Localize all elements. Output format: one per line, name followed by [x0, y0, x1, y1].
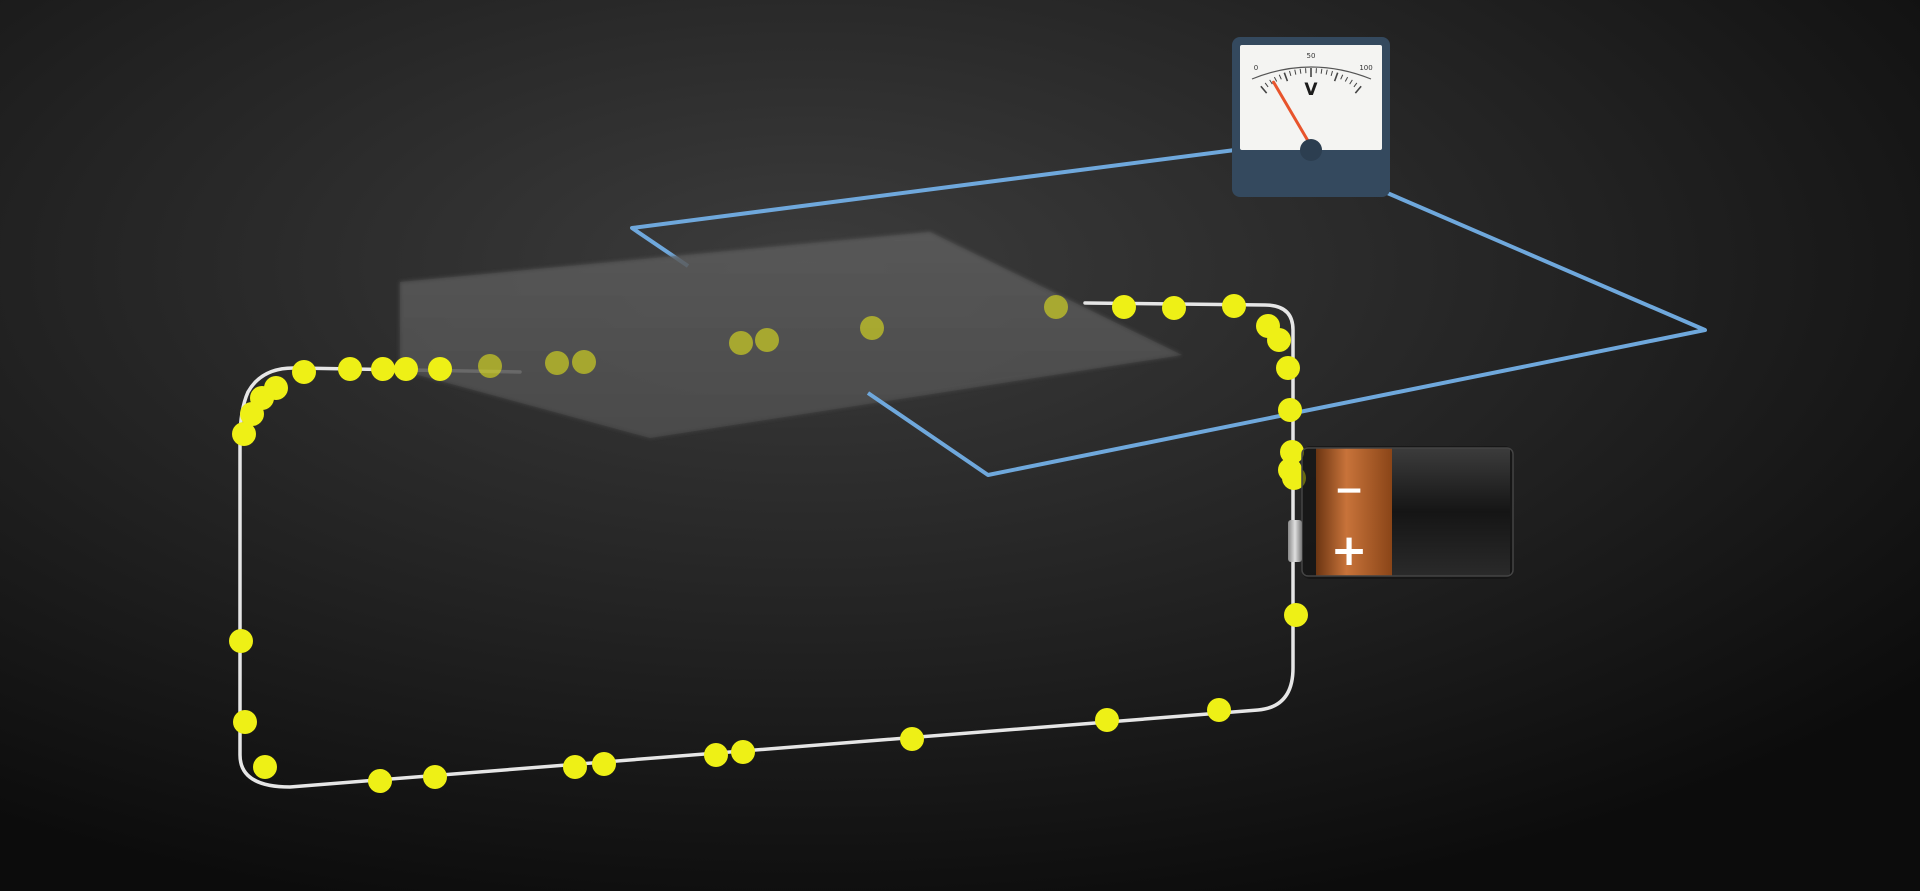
voltmeter-tick [1283, 72, 1289, 82]
voltmeter-tick [1340, 74, 1344, 80]
electron [1282, 466, 1306, 490]
electron [428, 357, 452, 381]
voltmeter-tick [1325, 69, 1328, 75]
electron [1278, 398, 1302, 422]
electron [1267, 328, 1291, 352]
electron [264, 376, 288, 400]
voltmeter-tick [1260, 85, 1268, 94]
voltmeter: 0 50 100 V [1232, 37, 1390, 197]
voltmeter-scale [1260, 68, 1362, 94]
electron [1162, 296, 1186, 320]
electron [1280, 440, 1304, 464]
electron [900, 727, 924, 751]
electron [1276, 356, 1300, 380]
voltmeter-scale-max: 100 [1359, 64, 1372, 72]
electron-in-slab [755, 328, 779, 352]
voltmeter-tick [1354, 85, 1362, 94]
voltmeter-tick [1320, 68, 1323, 74]
voltmeter-tick [1273, 76, 1278, 82]
electron-in-slab [729, 331, 753, 355]
battery-terminal [1288, 520, 1302, 562]
voltmeter-tick [1294, 69, 1297, 75]
voltmeter-tick [1299, 68, 1302, 74]
electron [592, 752, 616, 776]
battery: − + [1288, 446, 1514, 579]
electron [563, 755, 587, 779]
voltmeter-tick [1349, 79, 1353, 85]
electron [423, 765, 447, 789]
circuit-wire [238, 301, 1295, 789]
battery-negative-label: − [1334, 470, 1364, 511]
battery-positive-label: + [1331, 525, 1368, 576]
electron [1095, 708, 1119, 732]
electron [1207, 698, 1231, 722]
voltmeter-tick [1333, 72, 1339, 82]
voltmeter-scale-mid: 50 [1307, 52, 1316, 60]
voltmeter-scale-min: 0 [1254, 64, 1258, 72]
voltmeter-unit-label: V [1304, 80, 1318, 100]
electron [292, 360, 316, 384]
electron [338, 357, 362, 381]
battery-body [1392, 448, 1510, 576]
electron [1222, 294, 1246, 318]
voltmeter-tick [1353, 82, 1358, 88]
voltmeter-pivot [1300, 139, 1322, 161]
electron [232, 422, 256, 446]
electrons [229, 294, 1308, 793]
electron [233, 710, 257, 734]
voltmeter-tick [1269, 79, 1273, 85]
electron-in-slab [545, 351, 569, 375]
electron [394, 357, 418, 381]
conductor-slab [400, 232, 1182, 438]
voltmeter-tick [1264, 82, 1269, 88]
electron [1112, 295, 1136, 319]
voltmeter-tick [1289, 70, 1292, 76]
probe-wire-bottom [866, 190, 1707, 477]
electron [253, 755, 277, 779]
electron [731, 740, 755, 764]
electron-in-slab [860, 316, 884, 340]
voltmeter-tick [1330, 70, 1333, 76]
electron [704, 743, 728, 767]
electron [371, 357, 395, 381]
voltmeter-tick [1344, 76, 1349, 82]
electron [229, 629, 253, 653]
battery-copper-end [1316, 448, 1392, 576]
electron-in-slab [1044, 295, 1068, 319]
electron-in-slab [572, 350, 596, 374]
probe-wire-top [630, 148, 1236, 268]
conductor-slab-top [400, 232, 1182, 438]
voltmeter-needle [1272, 80, 1313, 148]
electron [1284, 603, 1308, 627]
electron [368, 769, 392, 793]
electron-in-slab [478, 354, 502, 378]
voltmeter-tick [1278, 74, 1282, 80]
